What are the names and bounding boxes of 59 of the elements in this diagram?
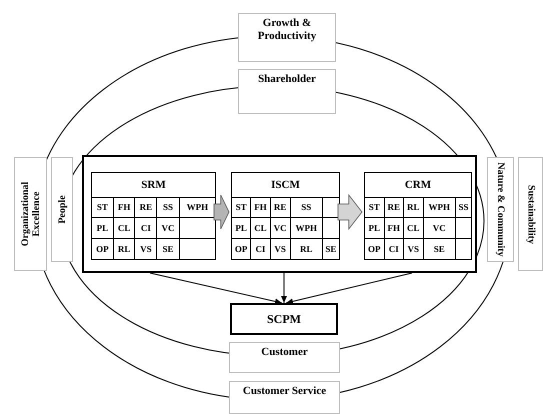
label-box: Customer Service (229, 381, 340, 414)
block-arrow (338, 194, 362, 230)
grid-cell: RL (113, 238, 135, 260)
grid-cell: WPH (423, 197, 456, 218)
grid-cell: ST (92, 197, 114, 218)
grid-cell: VS (270, 238, 290, 260)
arrow (150, 272, 282, 304)
grid-cell: PL (364, 218, 384, 239)
grid-cell: VC (423, 218, 456, 239)
grid-cell: VS (134, 238, 157, 260)
grid-cell: SS (456, 197, 472, 218)
process-box: SCPM (230, 303, 338, 335)
label-box: Nature & Community (487, 157, 514, 262)
grid-cell: PL (232, 218, 251, 239)
grid-cell: CI (384, 238, 404, 260)
arrow (281, 272, 287, 304)
table-title: SRM (92, 172, 216, 198)
grid-cell: VC (156, 218, 180, 239)
grid-cell: OP (364, 238, 384, 260)
label-box: Sustainability (518, 157, 543, 271)
grid-cell: RE (134, 197, 157, 218)
grid-cell: CI (250, 238, 270, 260)
grid-cell: ST (364, 197, 384, 218)
grid-cell: VC (270, 218, 290, 239)
arrow (286, 272, 412, 304)
grid-cell: FH (250, 197, 270, 218)
frame-box (82, 155, 477, 273)
matrix-table (231, 172, 340, 260)
grid-cell: ST (232, 197, 251, 218)
grid-cell: FH (384, 218, 404, 239)
label-box: People (51, 157, 73, 262)
table-title: ISCM (232, 172, 340, 198)
grid-cell: CL (250, 218, 270, 239)
grid-cell: RL (404, 197, 424, 218)
matrix-table (91, 172, 216, 260)
table-title: CRM (364, 172, 472, 198)
grid-cell: CI (134, 218, 157, 239)
grid-cell: OP (232, 238, 251, 260)
grid-cell: VS (404, 238, 424, 260)
grid-cell: SE (423, 238, 456, 260)
grid-cell: FH (113, 197, 135, 218)
label-box: Organizational Excellence (14, 157, 47, 271)
grid-cell: RE (270, 197, 290, 218)
grid-cell: OP (92, 238, 114, 260)
grid-cell: SS (290, 197, 322, 218)
grid-cell: RL (290, 238, 322, 260)
grid-cell: SE (156, 238, 180, 260)
label-box: Growth & Productivity (238, 13, 336, 62)
grid-cell: CL (113, 218, 135, 239)
grid-cell: PL (92, 218, 114, 239)
label-box: Shareholder (238, 69, 336, 114)
label-box: Customer (229, 342, 340, 373)
grid-cell: RE (384, 197, 404, 218)
grid-cell: WPH (290, 218, 322, 239)
grid-cell: CL (404, 218, 424, 239)
grid-cell: SS (156, 197, 180, 218)
grid-cell: SE (322, 238, 340, 260)
block-arrow (214, 194, 230, 230)
matrix-table (364, 172, 472, 260)
